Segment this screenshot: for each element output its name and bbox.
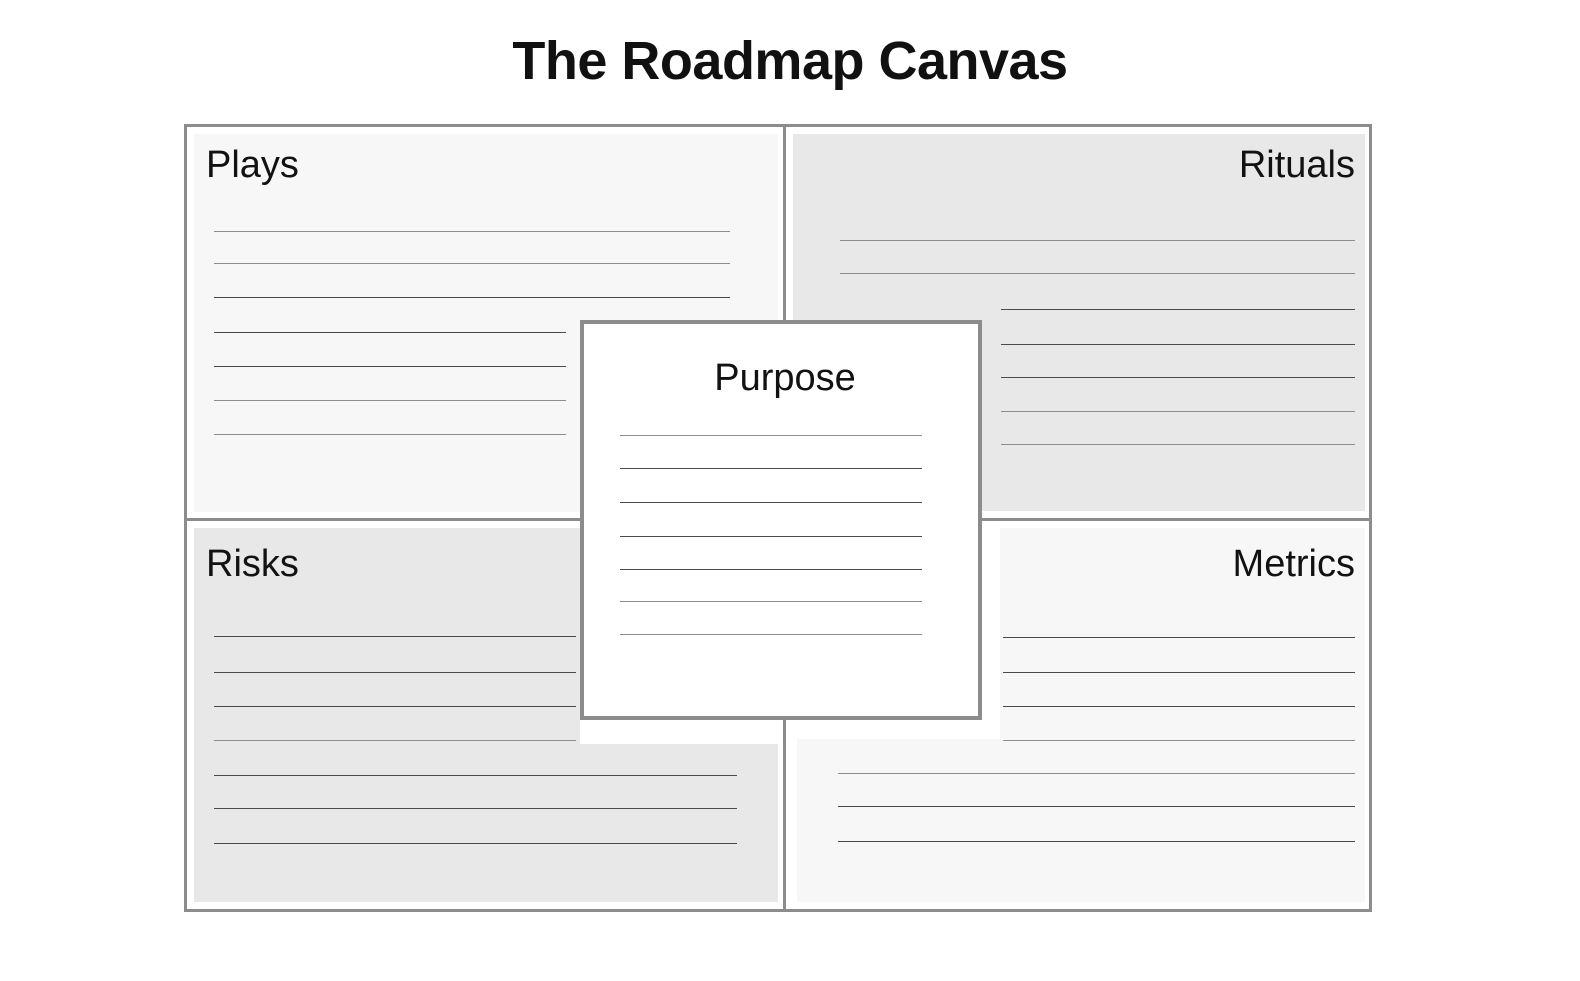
- plays-line-4[interactable]: [214, 332, 566, 333]
- quadrant-heading-plays: Plays: [206, 144, 299, 186]
- risks-line-4[interactable]: [214, 740, 576, 741]
- metrics-line-1[interactable]: [1003, 637, 1355, 638]
- metrics-line-3[interactable]: [1003, 706, 1355, 707]
- risks-panel-fill-lower: [194, 744, 778, 902]
- purpose-card[interactable]: Purpose: [580, 320, 982, 720]
- risks-panel-fill-upper: [194, 528, 580, 748]
- risks-line-7[interactable]: [214, 843, 737, 844]
- metrics-line-4[interactable]: [1003, 740, 1355, 741]
- purpose-card-title: Purpose: [714, 357, 856, 399]
- purpose-line-3[interactable]: [620, 502, 922, 503]
- rituals-line-4[interactable]: [1001, 344, 1355, 345]
- metrics-panel-fill-lower: [797, 739, 1365, 902]
- purpose-line-7[interactable]: [620, 634, 922, 635]
- rituals-line-1[interactable]: [840, 240, 1355, 241]
- quadrant-heading-risks: Risks: [206, 543, 299, 585]
- rituals-line-3[interactable]: [1001, 309, 1355, 310]
- quadrant-heading-metrics: Metrics: [1232, 543, 1355, 585]
- quadrant-heading-rituals: Rituals: [1238, 144, 1355, 186]
- purpose-line-6[interactable]: [620, 601, 922, 602]
- risks-line-5[interactable]: [214, 775, 737, 776]
- plays-line-1[interactable]: [214, 231, 730, 232]
- risks-line-1[interactable]: [214, 636, 576, 637]
- plays-line-2[interactable]: [214, 263, 730, 264]
- plays-line-3[interactable]: [214, 297, 730, 298]
- rituals-line-6[interactable]: [1001, 411, 1355, 412]
- metrics-line-6[interactable]: [838, 806, 1355, 807]
- purpose-line-5[interactable]: [620, 569, 922, 570]
- rituals-line-5[interactable]: [1001, 377, 1355, 378]
- purpose-line-1[interactable]: [620, 435, 922, 436]
- rituals-line-7[interactable]: [1001, 444, 1355, 445]
- risks-line-6[interactable]: [214, 808, 737, 809]
- risks-line-3[interactable]: [214, 706, 576, 707]
- risks-line-2[interactable]: [214, 672, 576, 673]
- metrics-panel-fill-upper: [1000, 528, 1365, 739]
- plays-line-6[interactable]: [214, 400, 566, 401]
- page-title: The Roadmap Canvas: [512, 31, 1068, 91]
- purpose-line-4[interactable]: [620, 536, 922, 537]
- metrics-line-7[interactable]: [838, 841, 1355, 842]
- rituals-line-2[interactable]: [840, 273, 1355, 274]
- plays-line-7[interactable]: [214, 434, 566, 435]
- purpose-line-2[interactable]: [620, 468, 922, 469]
- plays-line-5[interactable]: [214, 366, 566, 367]
- metrics-line-5[interactable]: [838, 773, 1355, 774]
- metrics-line-2[interactable]: [1003, 672, 1355, 673]
- rituals-panel-fill-lower: [996, 303, 1365, 511]
